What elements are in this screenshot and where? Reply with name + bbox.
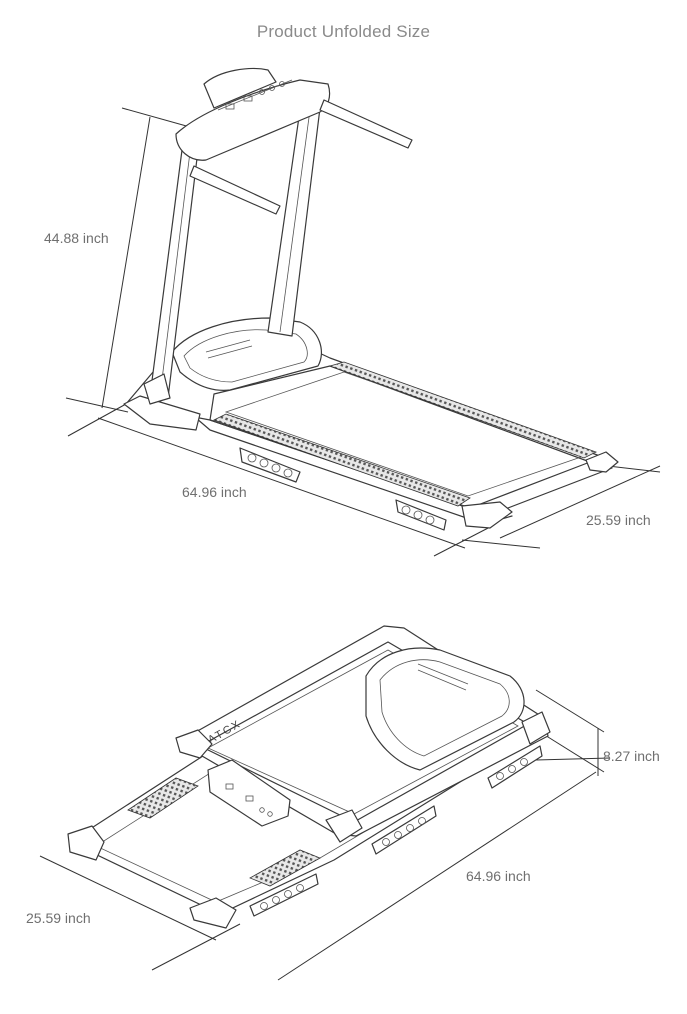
unfolded-treadmill-drawing [65,67,661,557]
unfolded-height-label: 44.88 inch [44,230,109,246]
unfolded-width-dimension-line [461,465,661,549]
unfolded-length-dimension-line [65,397,493,557]
folded-treadmill-drawing [39,625,611,981]
unfolded-length-label: 64.96 inch [182,484,247,500]
folded-height-dimension-line [535,689,605,776]
folded-width-label: 25.59 inch [26,910,91,926]
unfolded-height-dimension-line [101,107,191,409]
folded-width-dimension-line [39,855,241,971]
folded-height-label: 8.27 inch [603,748,660,764]
unfolded-width-label: 25.59 inch [586,512,651,528]
diagram-title: Product Unfolded Size [256,22,431,41]
folded-length-dimension-line [277,757,611,981]
folded-length-label: 64.96 inch [466,868,531,884]
